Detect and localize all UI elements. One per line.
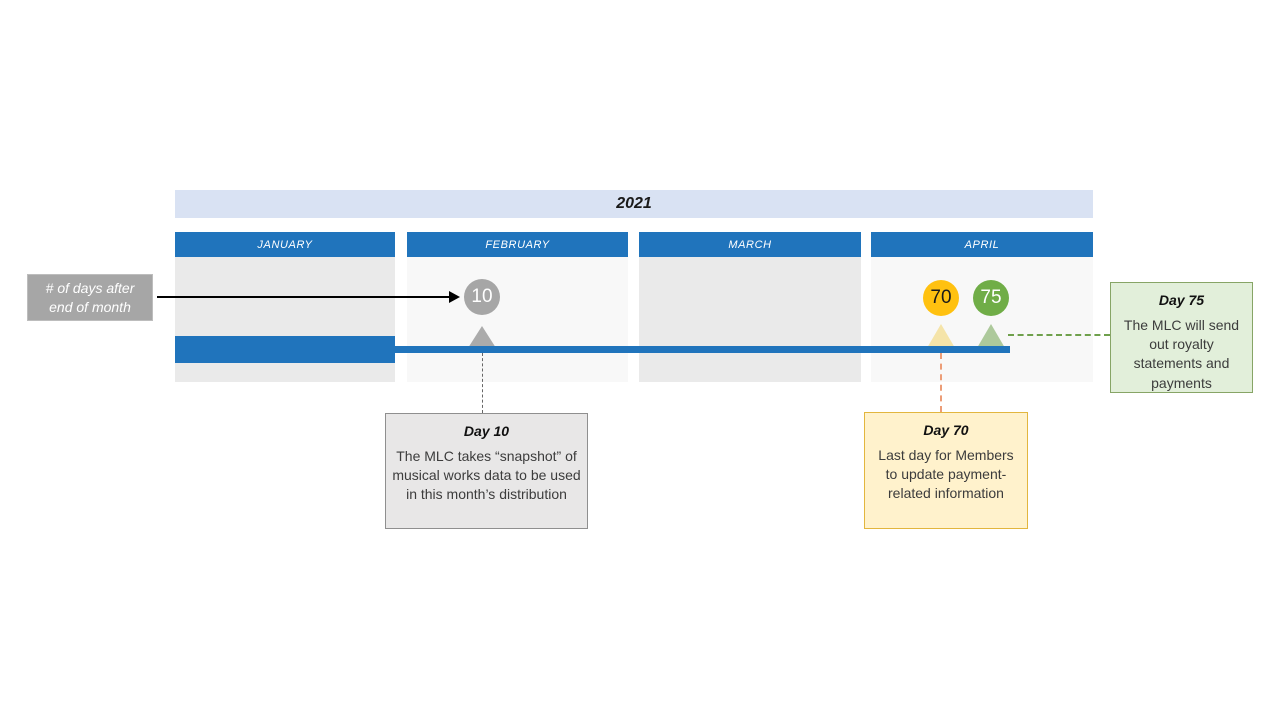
day75-callout-title: Day 75 xyxy=(1158,292,1205,308)
legend-arrow-head-icon xyxy=(449,291,460,303)
month-body-march xyxy=(639,257,861,382)
days-after-month-legend: # of days after end of month xyxy=(27,274,153,321)
day10-dashed-connector xyxy=(482,353,483,413)
day70-callout: Day 70 Last day for Members to update pa… xyxy=(864,412,1028,529)
day10-callout-body: The MLC takes “snapshot” of musical work… xyxy=(392,448,581,503)
day75-marker-value: 75 xyxy=(980,287,1002,308)
legend-line2: end of month xyxy=(49,298,131,315)
day75-dashed-connector xyxy=(1008,334,1110,336)
day70-callout-title: Day 70 xyxy=(923,422,969,438)
day10-callout: Day 10 The MLC takes “snapshot” of music… xyxy=(385,413,588,529)
day75-callout: Day 75 The MLC will send out royalty sta… xyxy=(1110,282,1253,393)
month-body-february xyxy=(407,257,628,382)
day70-callout-body: Last day for Members to update payment-r… xyxy=(878,447,1014,502)
legend-line1: # of days after xyxy=(45,280,135,297)
month-label-april: APRIL xyxy=(964,238,1000,251)
month-header-february: FEBRUARY xyxy=(407,232,628,257)
day10-marker-circle: 10 xyxy=(464,279,500,315)
month-label-january: JANUARY xyxy=(257,238,313,251)
legend-arrow-line xyxy=(157,296,449,298)
day75-marker-circle: 75 xyxy=(973,280,1009,316)
month-label-march: MARCH xyxy=(728,238,772,251)
month-header-march: MARCH xyxy=(639,232,861,257)
day10-marker-value: 10 xyxy=(471,286,493,307)
timeline-line xyxy=(395,346,1010,353)
month-body-january xyxy=(175,257,395,382)
day70-dashed-connector xyxy=(940,353,942,412)
month-header-april: APRIL xyxy=(871,232,1093,257)
month-header-january: JANUARY xyxy=(175,232,395,257)
day70-pointer-triangle xyxy=(927,324,955,348)
day75-callout-body: The MLC will send out royalty statements… xyxy=(1123,317,1240,391)
month-body-april xyxy=(871,257,1093,382)
day75-pointer-triangle xyxy=(977,324,1005,348)
day10-callout-title: Day 10 xyxy=(463,423,510,439)
day70-marker-circle: 70 xyxy=(923,280,959,316)
month-label-february: FEBRUARY xyxy=(485,238,550,251)
day70-marker-value: 70 xyxy=(930,287,952,308)
year-header: 2021 xyxy=(175,190,1093,218)
year-label: 2021 xyxy=(616,195,652,212)
day10-pointer-triangle xyxy=(468,326,496,348)
timeline-january-bar xyxy=(175,336,395,363)
